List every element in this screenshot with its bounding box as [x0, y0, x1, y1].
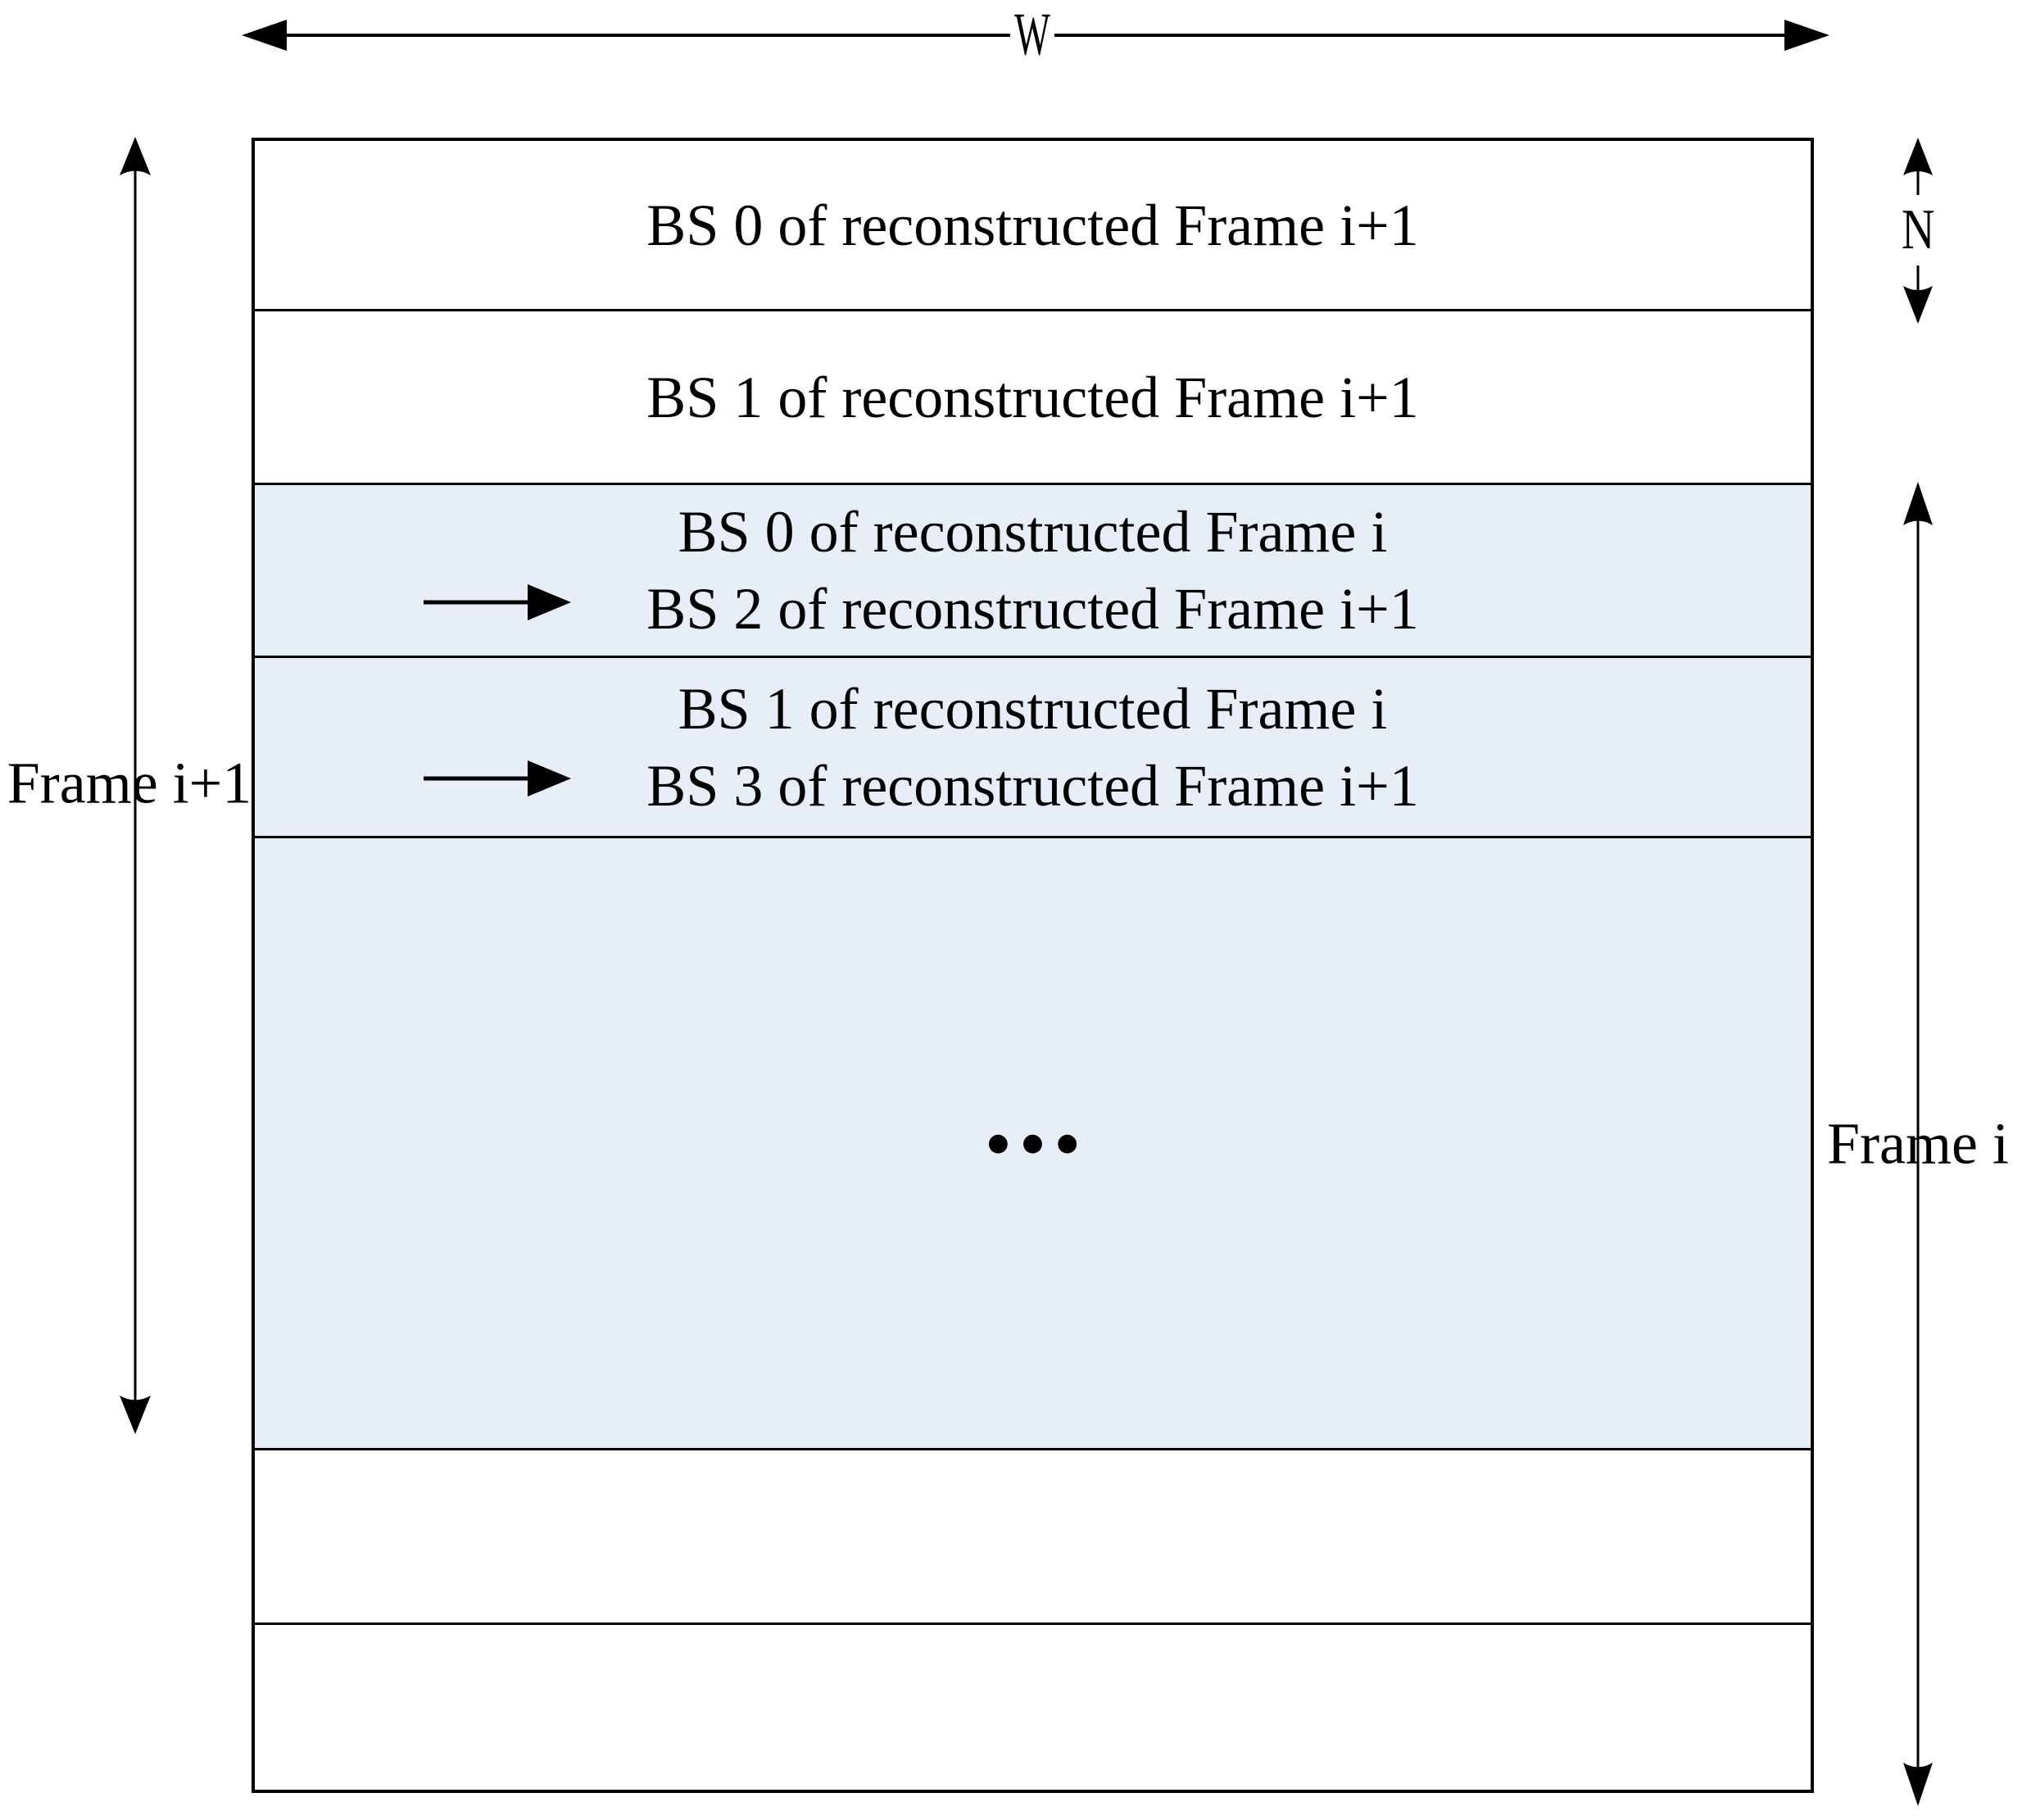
ellipsis-dots: ●●● — [987, 1128, 1091, 1157]
band-divider — [255, 1623, 1811, 1625]
arrowhead-up — [1903, 138, 1933, 175]
band-bs0-frame-cur-bs2-next: BS 0 of reconstructed Frame i BS 2 of re… — [255, 485, 1811, 656]
band-empty-2 — [255, 1625, 1811, 1790]
band-divider — [255, 656, 1811, 658]
band-height-label: N — [1899, 195, 1937, 266]
band-divider — [255, 483, 1811, 485]
band-bs1-frame-cur-bs3-next: BS 1 of reconstructed Frame i BS 3 of re… — [255, 658, 1811, 836]
band-remaining-frame-cur: ●●● — [255, 838, 1811, 1448]
arrowhead-right — [1784, 20, 1829, 51]
band-bs1-frame-next: BS 1 of reconstructed Frame i+1 — [255, 311, 1811, 483]
band-bs0-frame-next: BS 0 of reconstructed Frame i+1 — [255, 141, 1811, 309]
frame-buffer-box: BS 0 of reconstructed Frame i+1 BS 1 of … — [252, 138, 1814, 1793]
band-divider — [255, 1448, 1811, 1450]
band-label: BS 2 of reconstructed Frame i+1 — [646, 576, 1419, 642]
arrowhead-down — [1903, 286, 1933, 324]
band-label: BS 0 of reconstructed Frame i — [678, 499, 1388, 565]
band-label: BS 3 of reconstructed Frame i+1 — [646, 752, 1419, 819]
band-divider — [255, 836, 1811, 838]
arrowhead-down — [120, 1396, 151, 1434]
frame-current-label: Frame i — [1827, 1110, 2009, 1177]
band-label: BS 0 of reconstructed Frame i+1 — [646, 192, 1419, 258]
band-empty-1 — [255, 1450, 1811, 1623]
width-label: W — [1010, 2, 1054, 68]
arrowhead-down — [1903, 1763, 1933, 1806]
band-label: BS 1 of reconstructed Frame i+1 — [646, 364, 1419, 430]
frame-next-label: Frame i+1 — [7, 750, 252, 816]
arrowhead-left — [242, 20, 287, 51]
band-label: BS 1 of reconstructed Frame i — [678, 675, 1388, 742]
band-divider — [255, 309, 1811, 311]
arrowhead-up — [1903, 482, 1933, 525]
arrowhead-up — [120, 137, 151, 175]
